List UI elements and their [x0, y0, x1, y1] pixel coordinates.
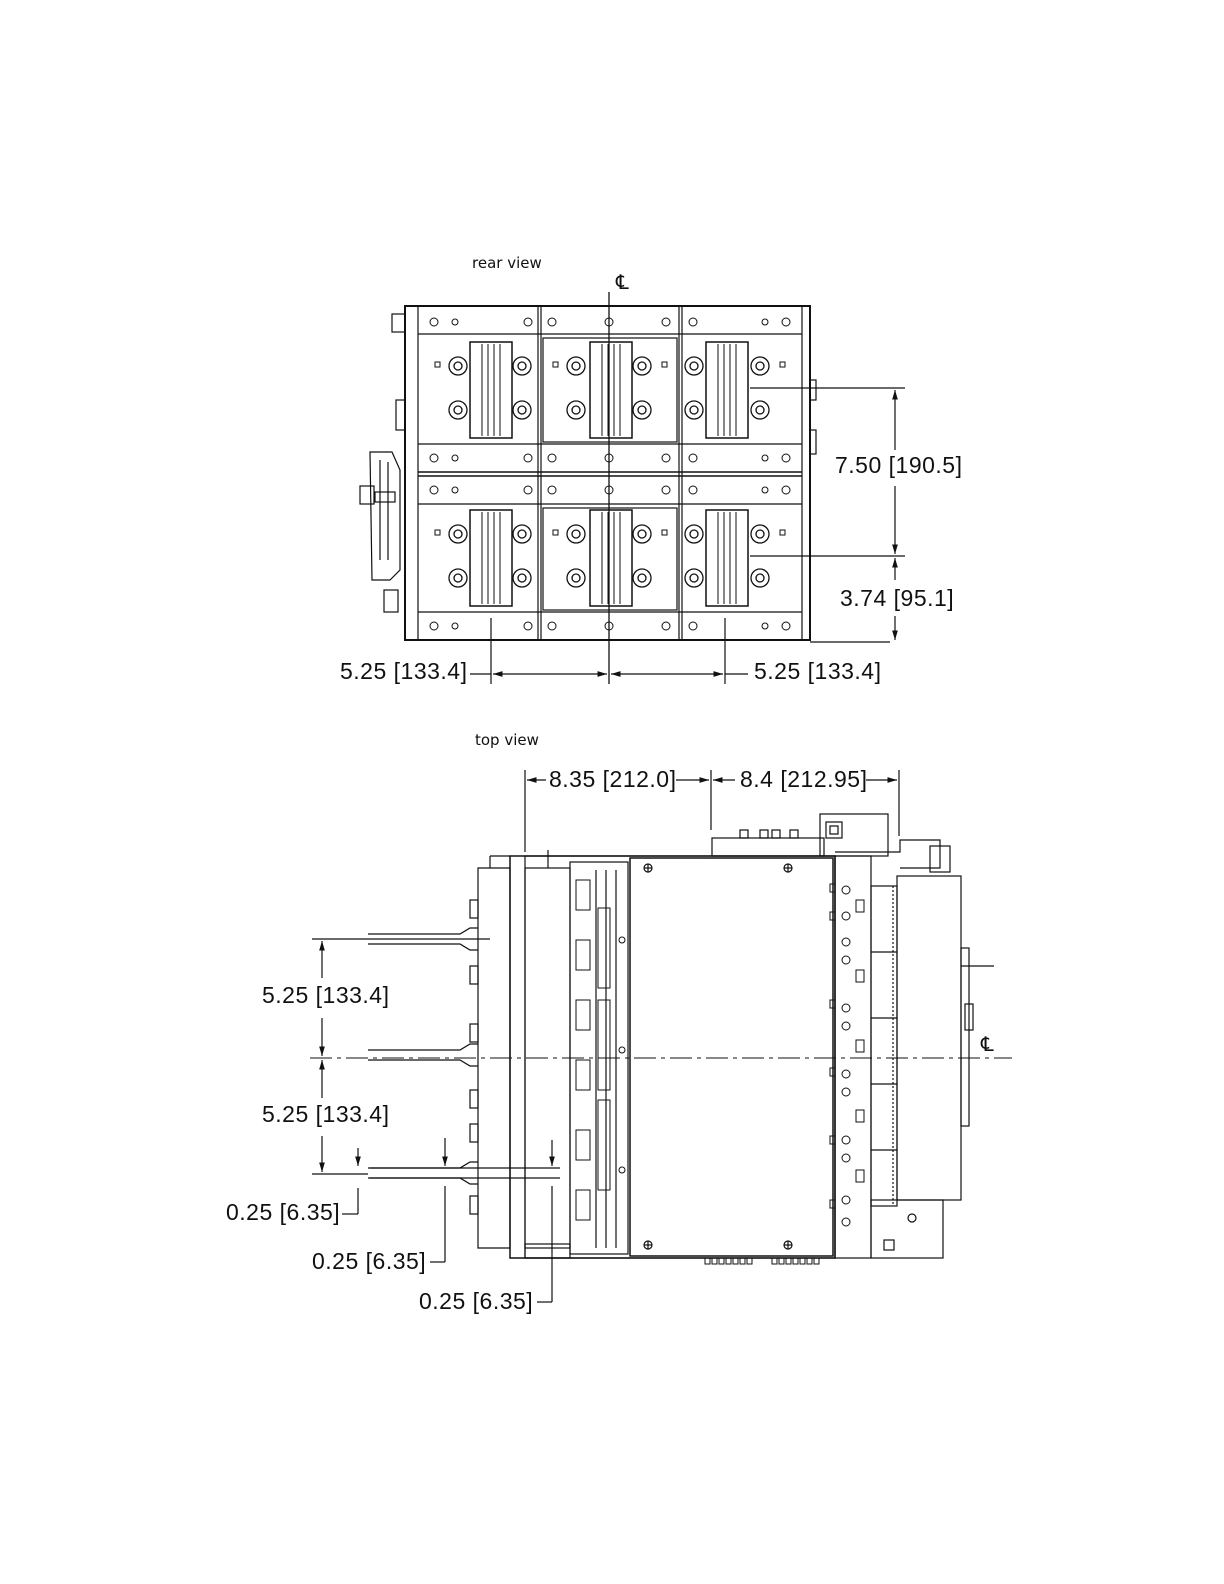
top-view-drawing [470, 814, 994, 1264]
rear-view-drawing [360, 306, 890, 642]
